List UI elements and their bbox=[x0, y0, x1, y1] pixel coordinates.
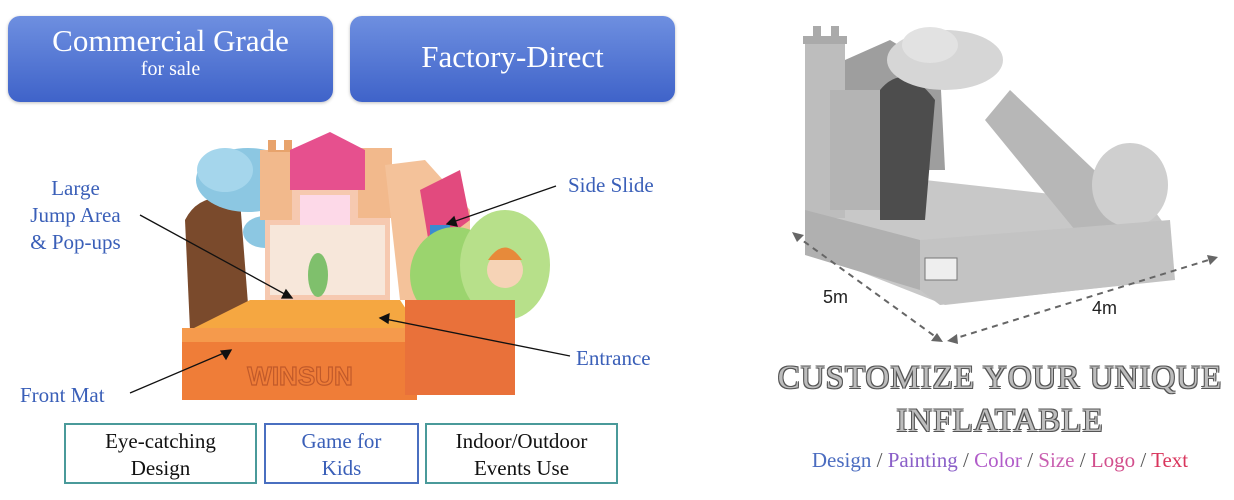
factory-direct-badge: Factory-Direct bbox=[350, 16, 675, 102]
greyscale-castle-image bbox=[803, 26, 1175, 305]
callout-line: & Pop-ups bbox=[30, 230, 121, 254]
feature-game-for-kids: Game for Kids bbox=[264, 423, 419, 484]
badge-subtitle: for sale bbox=[140, 58, 201, 80]
feature-line: Events Use bbox=[473, 456, 570, 480]
dimension-arrows bbox=[794, 234, 1216, 341]
commercial-grade-badge: Commercial Grade for sale bbox=[8, 16, 333, 102]
callout-entrance: Entrance bbox=[576, 346, 651, 370]
callout-side-slide: Side Slide bbox=[568, 173, 654, 197]
feature-line: Design bbox=[130, 456, 191, 480]
dimension-width: 5m bbox=[823, 287, 849, 307]
badge-title: Factory-Direct bbox=[421, 39, 604, 74]
feature-indoor-outdoor: Indoor/Outdoor Events Use bbox=[425, 423, 618, 484]
feature-line: Indoor/Outdoor bbox=[455, 429, 588, 453]
feature-line: Game for bbox=[301, 429, 382, 453]
callout-line: Jump Area bbox=[30, 203, 121, 227]
option-size: Size bbox=[1038, 448, 1075, 472]
option-logo: Logo bbox=[1090, 448, 1136, 472]
dimension-length: 4m bbox=[1092, 298, 1118, 318]
callout-front-mat: Front Mat bbox=[20, 383, 105, 407]
customize-options: Design / Painting / Color / Size / Logo … bbox=[770, 448, 1230, 473]
option-separator: / bbox=[1140, 448, 1147, 472]
callout-jump-area: Large Jump Area & Pop-ups bbox=[18, 175, 133, 256]
pink-roof bbox=[290, 132, 365, 190]
option-separator: / bbox=[1079, 448, 1086, 472]
callout-line: Large bbox=[51, 176, 100, 200]
winsun-watermark: WINSUN bbox=[247, 361, 352, 391]
castle-wall bbox=[265, 185, 390, 305]
feature-eye-catching: Eye-catching Design bbox=[64, 423, 257, 484]
customize-headline-line1: CUSTOMIZE YOUR UNIQUE bbox=[777, 360, 1223, 396]
front-mat bbox=[182, 328, 417, 400]
feature-line: Kids bbox=[321, 456, 362, 480]
option-text: Text bbox=[1151, 448, 1189, 472]
badge-title: Commercial Grade bbox=[52, 23, 289, 58]
option-separator: / bbox=[876, 448, 883, 472]
feature-line: Eye-catching bbox=[105, 429, 216, 453]
option-color: Color bbox=[974, 448, 1022, 472]
tree-top bbox=[196, 148, 300, 212]
callout-arrows bbox=[129, 185, 571, 394]
option-separator: / bbox=[963, 448, 969, 472]
slide bbox=[385, 160, 470, 300]
option-design: Design bbox=[811, 448, 872, 472]
customize-headline-line2: INFLATABLE bbox=[896, 403, 1104, 439]
green-popup bbox=[410, 227, 500, 323]
tree-trunk bbox=[185, 197, 250, 330]
option-painting: Painting bbox=[887, 448, 958, 472]
option-separator: / bbox=[1027, 448, 1034, 472]
